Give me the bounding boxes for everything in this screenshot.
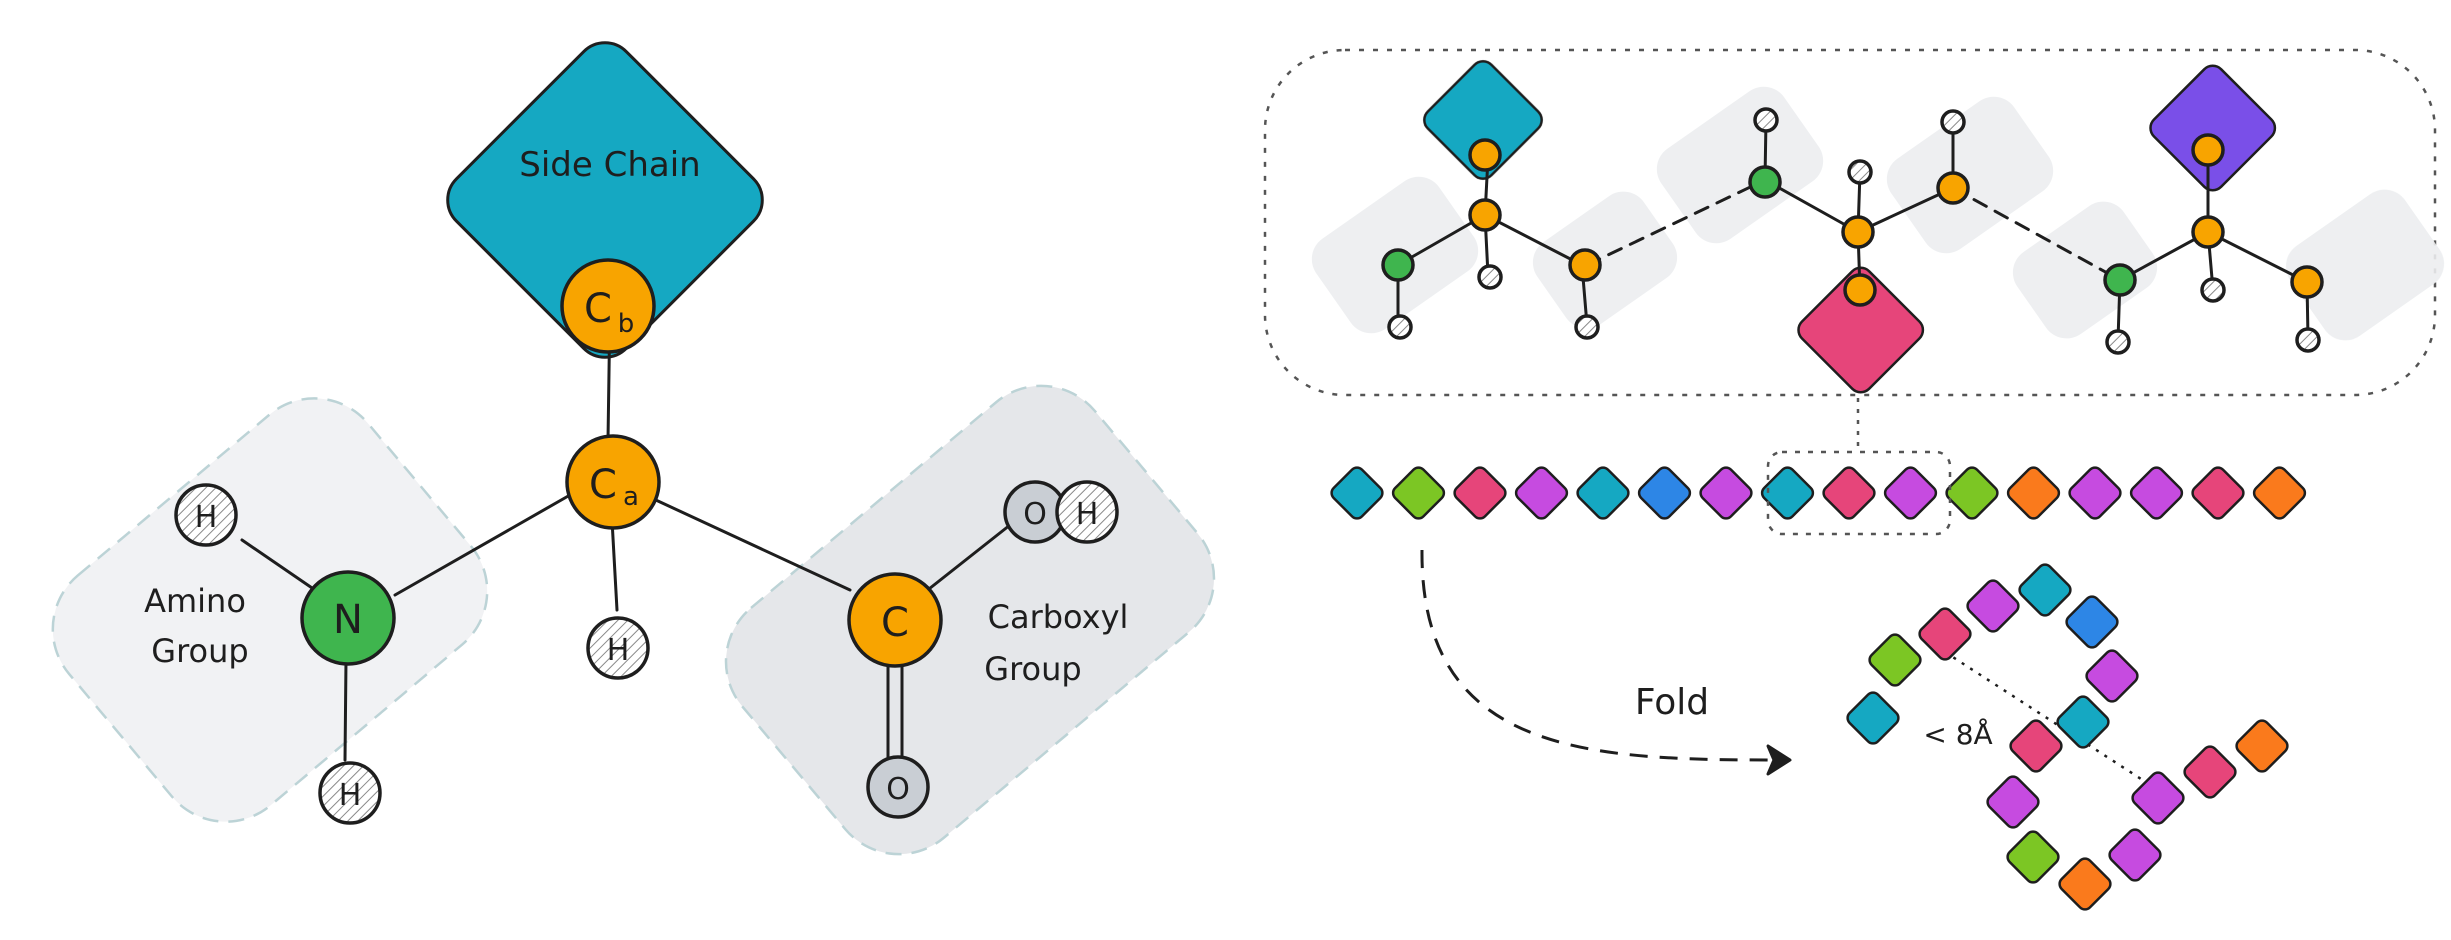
residue-chain (1330, 466, 2307, 520)
folded-residue-diamond (2009, 719, 2063, 773)
side-chain-diamond (2149, 64, 2277, 192)
folded-residue-diamond (1986, 775, 2040, 829)
fold-label: Fold (1635, 682, 1709, 723)
zoom-box (1263, 48, 2437, 397)
residue-diamond (1514, 466, 1569, 520)
side-chain-diamond (446, 41, 764, 359)
side-chain-label: Side Chain (519, 145, 700, 185)
side-chain-diamond (1423, 60, 1543, 180)
folded-residue-diamond (1966, 579, 2020, 633)
residue-diamond (1760, 466, 1815, 520)
residue-diamond (1453, 466, 1507, 520)
svg-text:O: O (1023, 497, 1047, 532)
c-alpha-atom: C a (565, 434, 661, 530)
backbone-zoom-panel (1263, 48, 2445, 448)
svg-text:H: H (339, 778, 362, 813)
distance-label: < 8Å (1923, 717, 1992, 751)
c-beta-atom: C b (560, 258, 656, 354)
folded-residue-diamond (2131, 771, 2185, 825)
folded-residue-diamond (2058, 857, 2112, 911)
folded-residue-diamond (2006, 830, 2060, 884)
svg-text:C: C (881, 600, 909, 646)
folded-residue-diamond (2108, 828, 2162, 882)
residue-diamond (2068, 466, 2122, 520)
carboxyl-group-label: Carboxyl (988, 598, 1129, 636)
folded-residue-diamond (2018, 563, 2072, 617)
svg-text:C: C (584, 286, 612, 332)
folded-residue-diamond (2056, 695, 2110, 749)
residue-diamond (2252, 466, 2307, 520)
svg-text:b: b (618, 309, 635, 339)
residue-diamond (1699, 466, 1753, 520)
folded-residues (1846, 563, 2289, 911)
fold-arrow: Fold (1420, 549, 1792, 776)
folded-protein: < 8Å (1846, 563, 2289, 911)
nitrogen-atom: N (300, 570, 396, 666)
svg-text:H: H (607, 633, 630, 668)
svg-text:a: a (623, 482, 639, 512)
residue-diamond (1822, 466, 1876, 520)
carboxyl-group-region (724, 384, 1216, 856)
folded-residue-diamond (1918, 607, 1972, 661)
side-chain-diamond (1797, 266, 1925, 394)
folded-residue-diamond (2085, 649, 2139, 703)
amino-acid-panel: Side Chain C b C a N H (51, 41, 1216, 856)
amino-group-label: Group (151, 632, 248, 670)
carboxyl-group-label: Group (984, 650, 1081, 688)
residue-diamond (1576, 466, 1630, 520)
selected-residues-box (1766, 450, 1952, 536)
amino-group-label: Amino (144, 582, 246, 620)
residue-diamond (2129, 466, 2184, 520)
folded-residue-diamond (1846, 691, 1900, 745)
residue-diamond (1945, 466, 1999, 520)
svg-text:N: N (333, 597, 363, 643)
svg-text:O: O (886, 772, 910, 807)
carboxyl-carbon-atom: C (847, 572, 943, 668)
carbonyl-oxygen-atom: O (866, 755, 930, 819)
hydrogen-atom: H (1055, 480, 1119, 544)
svg-text:H: H (1076, 497, 1099, 532)
hydrogen-atom: H (586, 616, 650, 680)
svg-text:H: H (195, 500, 218, 535)
amino-group-region (51, 397, 489, 823)
hydrogen-atom: H (318, 761, 382, 825)
residue-diamond (2191, 466, 2245, 520)
hydrogen-atom: H (174, 483, 238, 547)
residue-diamond (1883, 466, 1938, 520)
residue-diamond (1391, 466, 1446, 520)
residue-diamond (1330, 466, 1384, 520)
folded-residue-diamond (2065, 595, 2119, 649)
residue-diamond (1637, 466, 1692, 520)
folded-residue-diamond (1868, 633, 1922, 687)
residue-diamond (2006, 466, 2061, 520)
folded-residue-diamond (2183, 745, 2237, 799)
svg-text:C: C (589, 462, 617, 508)
folded-residue-diamond (2235, 719, 2289, 773)
